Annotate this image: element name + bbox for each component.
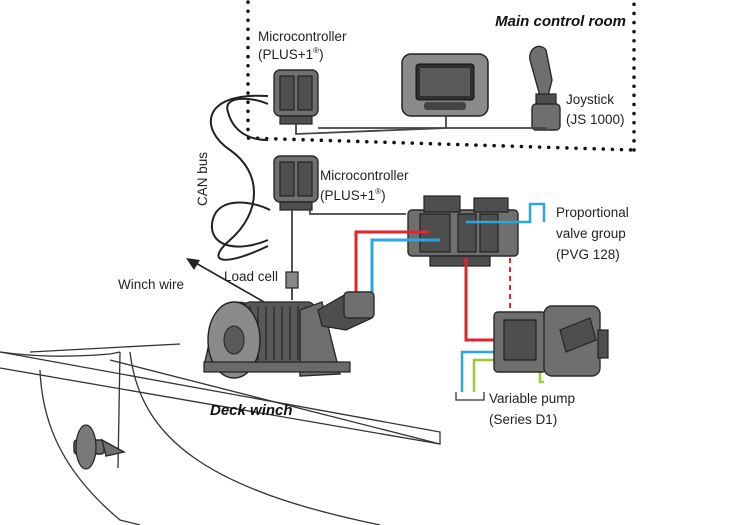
- valve-label-1: Proportional: [556, 205, 629, 220]
- load-cell-label: Load cell: [224, 269, 278, 284]
- joystick-device: [529, 45, 561, 131]
- ship-hull: [0, 343, 441, 525]
- microcontroller-mid: [273, 155, 319, 211]
- microcontroller-top: [273, 69, 319, 125]
- control-room-frame: [246, 0, 636, 152]
- valve-label-3: (PVG 128): [556, 247, 620, 262]
- mc-mid-label-1: Microcontroller: [320, 168, 409, 183]
- pump-label-1: Variable pump: [489, 391, 575, 406]
- display-unit: [401, 53, 489, 117]
- load-cell-device: [285, 271, 299, 300]
- can-bus-label: CAN bus: [195, 152, 210, 206]
- deck-winch-device: [203, 291, 375, 379]
- variable-pump-device: [493, 305, 609, 377]
- deck-winch-label: Deck winch: [210, 402, 293, 419]
- mc-top-label-2: (PLUS+1®): [258, 46, 324, 62]
- valve-label-2: valve group: [556, 226, 626, 241]
- mc-top-label-1: Microcontroller: [258, 29, 347, 44]
- can-bus-loop: [209, 94, 271, 261]
- joystick-label-2: (JS 1000): [566, 112, 625, 127]
- propeller: [73, 424, 126, 470]
- control-room-title: Main control room: [495, 13, 626, 30]
- winch-wire-label: Winch wire: [118, 277, 184, 292]
- pump-label-2: (Series D1): [489, 412, 557, 427]
- mc-mid-label-2: (PLUS+1®): [320, 187, 386, 203]
- joystick-label-1: Joystick: [566, 92, 614, 107]
